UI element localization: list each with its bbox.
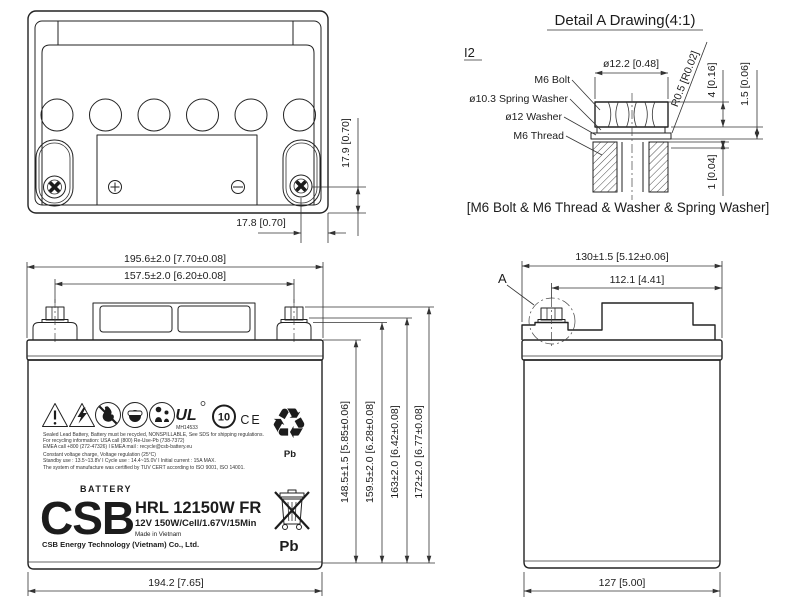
keep-away-from-children-icon <box>149 402 175 428</box>
dim-terminal-pitch: 157.5±2.0 [6.20±0.08] <box>124 270 226 282</box>
terminal-recess-left <box>35 139 74 207</box>
dim-overall-height: 172±2.0 [6.77±0.08] <box>413 405 425 498</box>
recycle-symbol: ♻ <box>270 400 308 447</box>
detail-callout-letter: A <box>498 271 507 286</box>
fine-print-line: EMEA call +800 (272-47326) I EMEA mail :… <box>43 444 192 450</box>
company-name: CSB Energy Technology (Vietnam) Co., Ltd… <box>42 540 199 549</box>
model-number: HRL 12150W FR <box>135 499 261 517</box>
front-lid <box>26 339 324 361</box>
fine-print-line: Sealed Lead Battery, Battery must be rec… <box>43 432 264 438</box>
spring-washer <box>596 126 666 134</box>
detail-part-labels: M6 Bolt ø10.3 Spring Washer ø12 Washer M… <box>469 74 603 156</box>
dim-shoulder-height: 159.5±2.0 [6.28±0.08] <box>364 401 376 503</box>
epup-number: 10 <box>218 412 230 424</box>
ul-file-number: MH14533 <box>176 425 198 431</box>
front-body <box>27 359 323 570</box>
minus-screw-icon <box>231 180 245 194</box>
dim-washer-stack: 1.5 [0.06] <box>739 62 751 106</box>
detail-a-view: Detail A Drawing(4:1) I2 ø12.2 [0.48] R0… <box>464 12 769 215</box>
side-lid <box>521 339 723 361</box>
detail-a-callout-circle <box>528 297 576 345</box>
dim-terminal-offset: 112.1 [4.41] <box>610 274 665 286</box>
recycle-pb-text: Pb <box>284 449 296 460</box>
fine-print: Sealed Lead Battery, Battery must be rec… <box>43 432 264 471</box>
fine-print-line: For recycling information: USA call (800… <box>43 438 185 444</box>
dim-terminal-offset-vertical: 17.9 [0.70] <box>340 118 352 168</box>
dim-terminal-height: 163±2.0 [6.42±0.08] <box>389 405 401 498</box>
fine-print-line: The system of manufacture was certified … <box>43 465 245 471</box>
crossed-out-bin-icon <box>274 489 310 530</box>
dim-bolt-height: 4 [0.16] <box>706 62 718 97</box>
phillips-screw-icon <box>48 181 61 193</box>
vent-caps <box>40 98 316 132</box>
origin-line: Made in Vietnam <box>135 531 181 538</box>
terminal-type-ref: I2 <box>464 45 475 60</box>
dim-container-height: 148.5±1.5 [5.85±0.06] <box>339 401 351 503</box>
spec-line: 12V 150W/Cell/1.67V/15Min <box>135 518 257 529</box>
recycle-pb-icon: ♻ Pb <box>270 400 308 460</box>
fine-print-line: Constant voltage charge, Voltage regulat… <box>43 452 156 458</box>
label-m6-bolt: M6 Bolt <box>534 74 570 86</box>
dim-overall-width: 195.6±2.0 [7.70±0.08] <box>124 253 226 265</box>
side-body <box>523 359 721 569</box>
detail-right-dimensions: 4 [0.16] 1.5 [0.06] 1 [0.04] <box>668 62 763 196</box>
brand-tagline: BATTERY <box>80 484 132 494</box>
dim-plate-depth: 1 [0.04] <box>706 154 718 189</box>
dim-bolt-diameter: ø12.2 [0.48] <box>603 58 659 70</box>
trash-pb-text: Pb <box>279 538 298 555</box>
brand-logo-text: CSB <box>40 492 134 544</box>
csb-logo: BATTERY CSB CSB Energy Technology (Vietn… <box>40 484 199 549</box>
side-top-profile <box>521 302 716 340</box>
terminal-recess-right <box>282 139 321 207</box>
label-spring-washer: ø10.3 Spring Washer <box>469 93 568 105</box>
dim-overall-depth: 130±1.5 [5.12±0.06] <box>575 251 668 263</box>
fine-print-line: Standby use : 13.5~13.8V I Cycle use : 1… <box>43 458 216 464</box>
front-view-dimensions: 195.6±2.0 [7.70±0.08] 157.5±2.0 [6.20±0.… <box>26 253 435 596</box>
dim-base-depth: 127 [5.00] <box>599 577 646 589</box>
top-recess-block <box>92 302 256 340</box>
dim-terminal-offset-horizontal: 17.8 [0.70] <box>236 217 286 229</box>
dim-base-width: 194.2 [7.65] <box>148 577 204 589</box>
plus-screw-icon <box>108 180 122 194</box>
epup-10-icon: 10 <box>212 404 236 429</box>
washer <box>590 132 672 140</box>
no-open-flame-icon <box>95 402 121 428</box>
side-view: A 130±1.5 [5.12±0.06] 112.1 [4.41] 127 [… <box>498 251 723 597</box>
phillips-screw-icon <box>295 180 307 192</box>
ce-mark: CE <box>240 413 261 427</box>
general-warning-icon <box>42 403 68 427</box>
label-washer: ø12 Washer <box>505 111 562 123</box>
ul-letters: UL <box>175 407 196 424</box>
product-label: UL MH14533 10 CE ♻ Pb Sealed Lead Batter… <box>40 400 310 555</box>
detail-caption: [M6 Bolt & M6 Thread & Washer & Spring W… <box>467 200 770 215</box>
m6-thread-plate <box>592 141 669 193</box>
eye-protection-icon <box>122 402 148 428</box>
front-view: UL MH14533 10 CE ♻ Pb Sealed Lead Batter… <box>26 253 435 596</box>
label-m6-thread: M6 Thread <box>513 130 564 142</box>
ul-mark-icon: UL MH14533 <box>175 401 206 431</box>
top-view: 17.9 [0.70] 17.8 [0.70] <box>27 10 366 243</box>
top-view-dimensions: 17.9 [0.70] 17.8 [0.70] <box>236 118 366 243</box>
side-view-dimensions: 130±1.5 [5.12±0.06] 112.1 [4.41] 127 [5.… <box>521 251 723 597</box>
front-terminal-right <box>276 299 312 345</box>
detail-title: Detail A Drawing(4:1) <box>555 12 696 29</box>
m6-bolt-head <box>594 101 669 128</box>
side-terminal <box>537 298 566 347</box>
front-terminal-left <box>32 299 78 345</box>
electrical-hazard-icon <box>69 403 95 427</box>
